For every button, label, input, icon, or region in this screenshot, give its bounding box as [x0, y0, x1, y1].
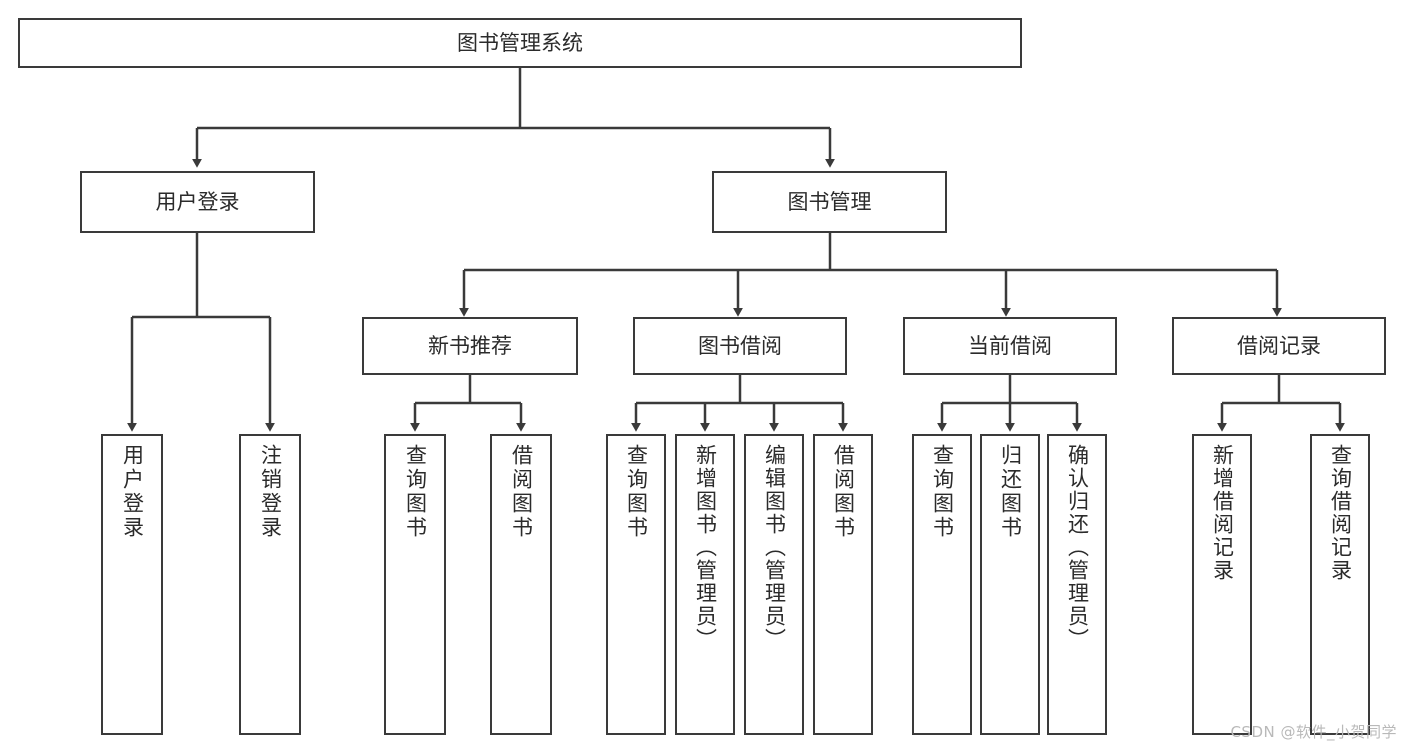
node-borrow-record[interactable]: 借阅记录 [1172, 317, 1386, 375]
node-root-label: 图书管理系统 [457, 30, 583, 55]
node-leaf-confirm-return[interactable]: 确认归还（管理员） [1047, 434, 1107, 735]
node-current-borrow-label: 当前借阅 [968, 333, 1052, 358]
node-book-manage-label: 图书管理 [787, 189, 872, 214]
watermark-text: CSDN @软件_小贺同学 [1230, 723, 1397, 741]
node-leaf-return-book-label: 归还图书 [998, 444, 1023, 540]
node-leaf-confirm-return-label: 确认归还（管理员） [1065, 444, 1090, 651]
node-current-borrow[interactable]: 当前借阅 [903, 317, 1117, 375]
node-new-book-rec[interactable]: 新书推荐 [362, 317, 578, 375]
node-leaf-add-record-label: 新增借阅记录 [1210, 444, 1235, 582]
node-borrow-record-label: 借阅记录 [1237, 333, 1321, 358]
node-leaf-query-record[interactable]: 查询借阅记录 [1310, 434, 1370, 735]
node-leaf-query-book-1[interactable]: 查询图书 [384, 434, 446, 735]
node-leaf-add-book-label: 新增图书（管理员） [693, 444, 718, 651]
node-book-borrow-label: 图书借阅 [698, 333, 782, 358]
node-leaf-user-login-label: 用户登录 [120, 444, 145, 540]
node-leaf-borrow-book-1[interactable]: 借阅图书 [490, 434, 552, 735]
node-user-login[interactable]: 用户登录 [80, 171, 315, 233]
node-leaf-query-book-3[interactable]: 查询图书 [912, 434, 972, 735]
node-root[interactable]: 图书管理系统 [18, 18, 1022, 68]
node-new-book-rec-label: 新书推荐 [428, 333, 512, 358]
node-leaf-query-book-3-label: 查询图书 [930, 444, 955, 540]
node-leaf-borrow-book-2[interactable]: 借阅图书 [813, 434, 873, 735]
node-leaf-user-login[interactable]: 用户登录 [101, 434, 163, 735]
node-leaf-add-record[interactable]: 新增借阅记录 [1192, 434, 1252, 735]
node-user-login-label: 用户登录 [155, 189, 240, 214]
node-leaf-edit-book-label: 编辑图书（管理员） [762, 444, 787, 651]
node-leaf-add-book[interactable]: 新增图书（管理员） [675, 434, 735, 735]
node-leaf-query-book-2[interactable]: 查询图书 [606, 434, 666, 735]
node-leaf-query-record-label: 查询借阅记录 [1328, 444, 1353, 582]
node-leaf-query-book-1-label: 查询图书 [403, 444, 428, 540]
node-leaf-logout[interactable]: 注销登录 [239, 434, 301, 735]
node-leaf-return-book[interactable]: 归还图书 [980, 434, 1040, 735]
node-leaf-query-book-2-label: 查询图书 [624, 444, 649, 540]
node-book-borrow[interactable]: 图书借阅 [633, 317, 847, 375]
node-book-manage[interactable]: 图书管理 [712, 171, 947, 233]
node-leaf-logout-label: 注销登录 [258, 444, 283, 540]
node-leaf-edit-book[interactable]: 编辑图书（管理员） [744, 434, 804, 735]
node-leaf-borrow-book-1-label: 借阅图书 [509, 444, 534, 540]
node-leaf-borrow-book-2-label: 借阅图书 [831, 444, 856, 540]
